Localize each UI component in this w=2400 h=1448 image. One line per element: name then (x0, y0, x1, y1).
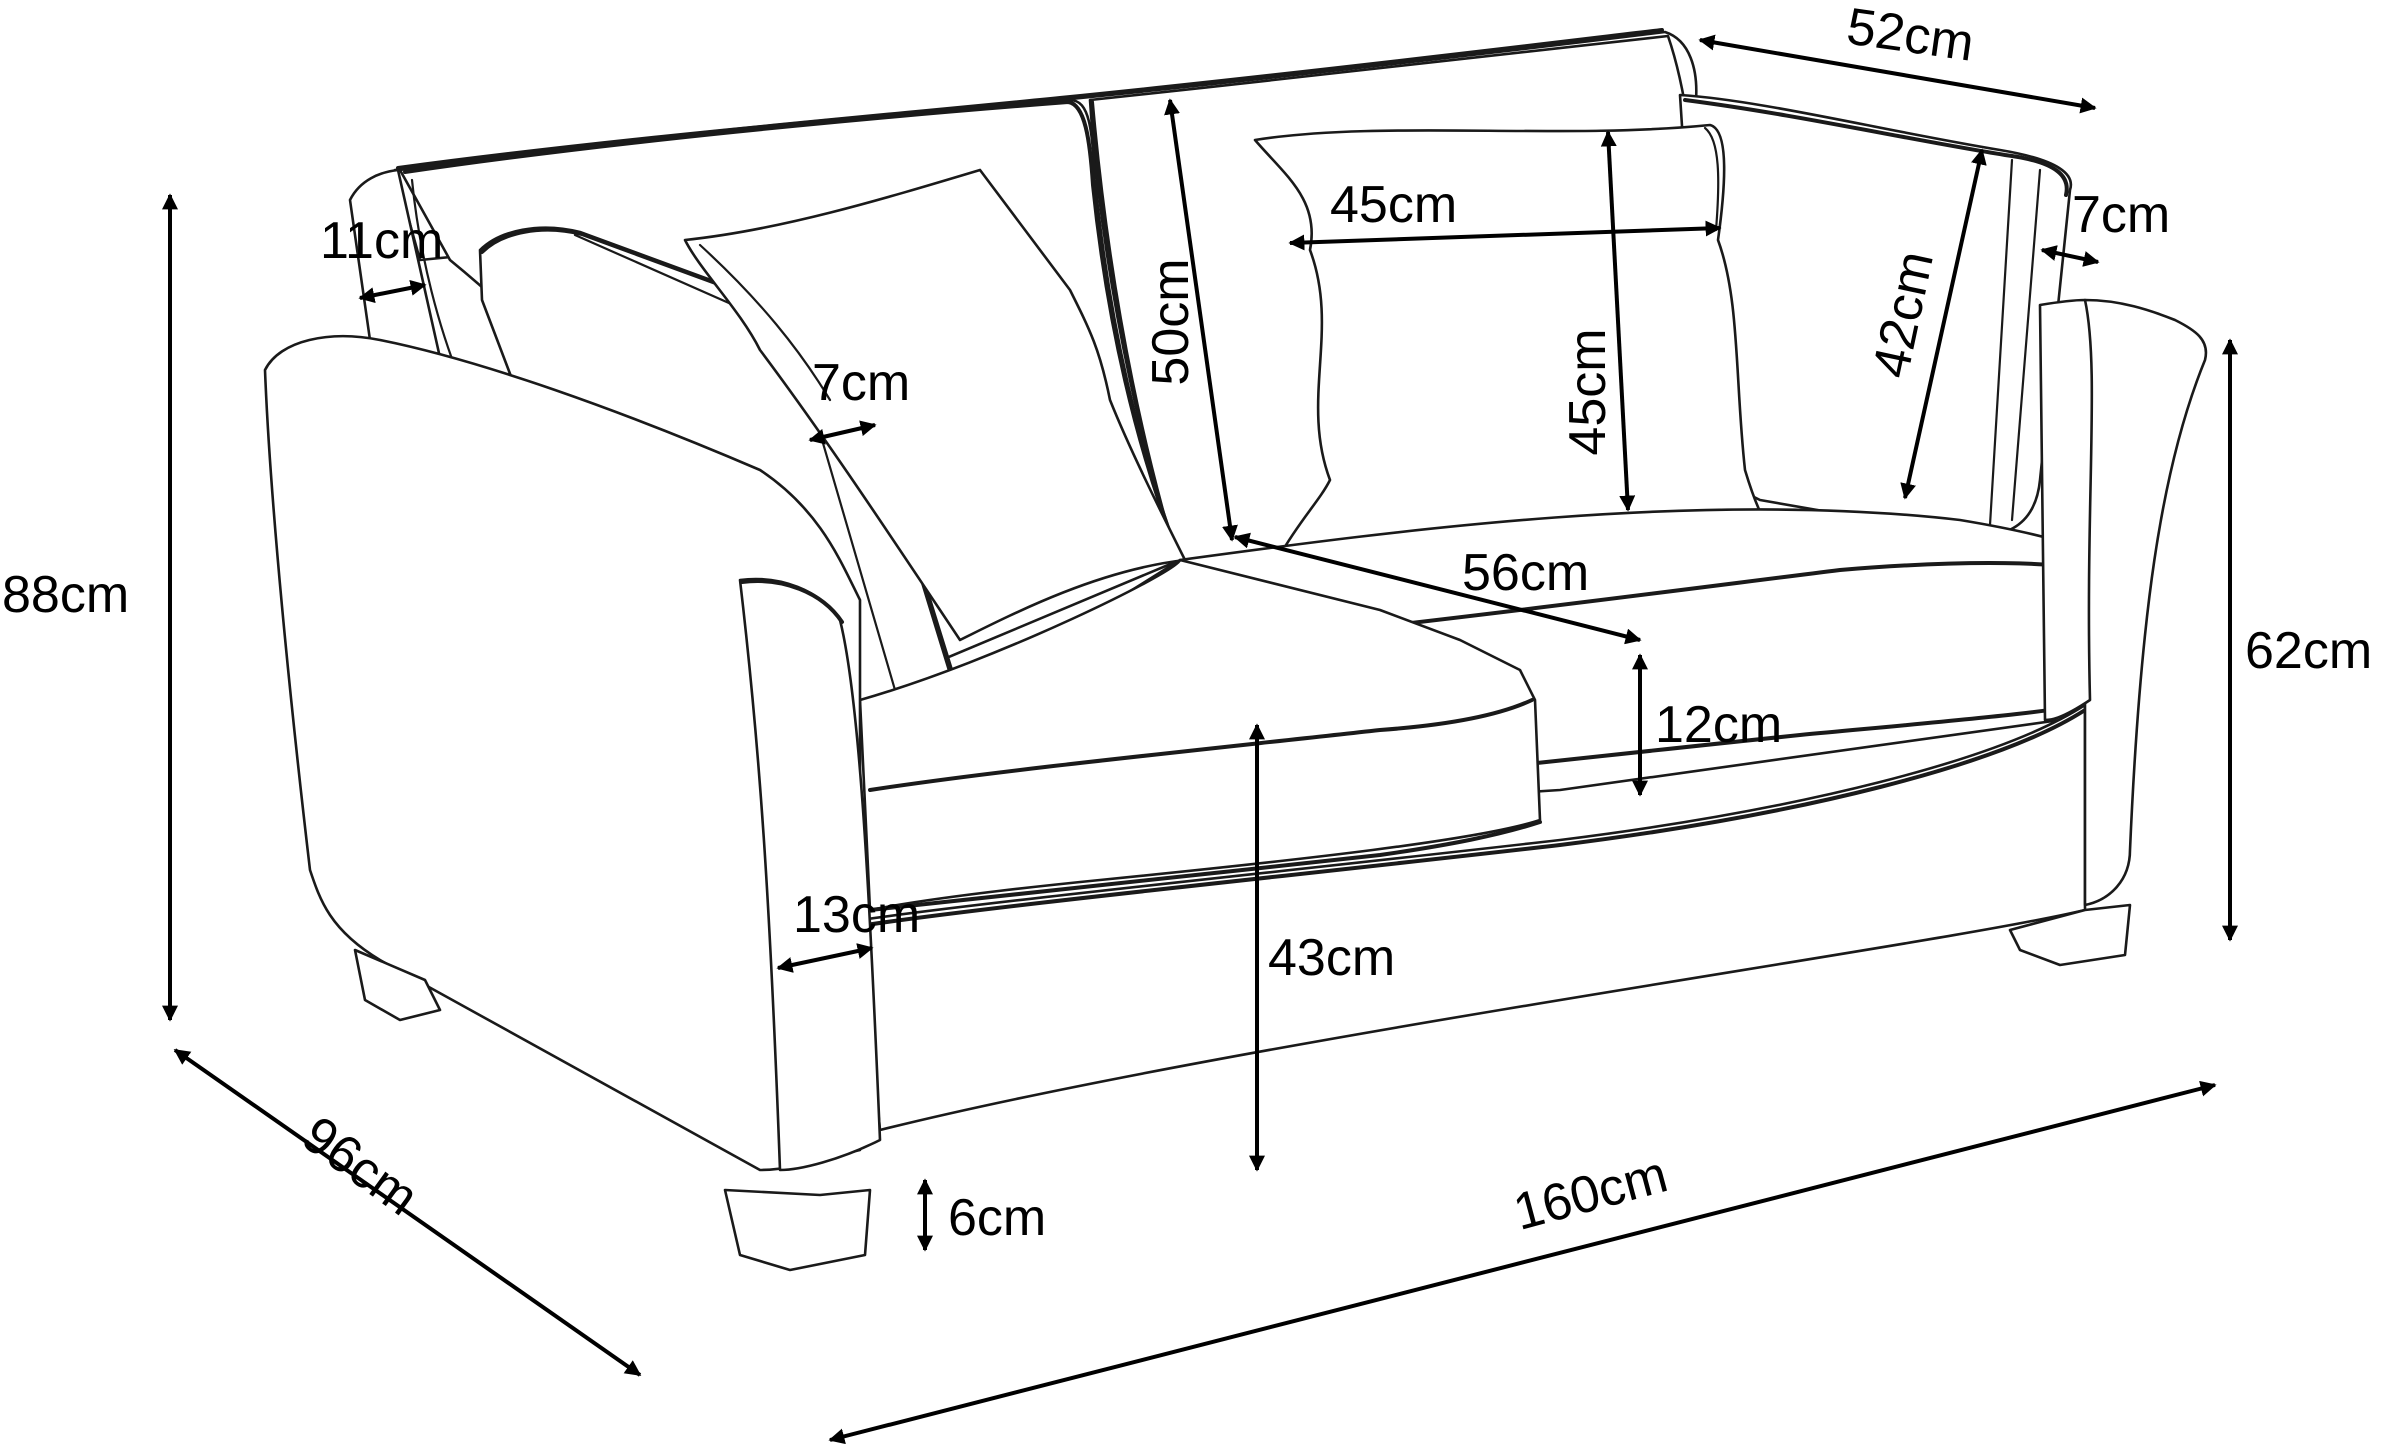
label-right-pillow-thickness: 7cm (2072, 186, 2170, 244)
label-overall-width: 160cm (1508, 1145, 1674, 1241)
label-arm-width: 13cm (793, 886, 920, 944)
label-overall-depth: 96cm (292, 1105, 429, 1227)
arm-pillow-right-side (1988, 158, 2014, 527)
sofa-drawing (263, 28, 2208, 1272)
label-left-pillow-thickness: 7cm (812, 354, 910, 412)
label-overall-height: 88cm (2, 566, 129, 624)
label-back-rail: 11cm (320, 212, 443, 270)
seat-base-piping (864, 708, 2087, 927)
label-cushion-height: 45cm (1559, 328, 1617, 455)
seat-cushion-left-bottom-piping (868, 820, 1542, 912)
leg-front-right (2008, 903, 2132, 967)
dim-arm-width-line (776, 943, 874, 973)
dim-back-depth-line (1698, 34, 2097, 114)
square-pillow-left (683, 168, 1187, 642)
label-leg-height: 6cm (948, 1189, 1046, 1247)
dimension-lines (162, 34, 2238, 1445)
dim-left-pillow-thickness-line (808, 420, 877, 445)
seat-cushion-left (858, 558, 1542, 912)
right-arm-front (2038, 298, 2094, 722)
label-seat-depth: 56cm (1462, 544, 1589, 602)
label-seat-height: 43cm (1268, 929, 1395, 987)
dim-right-pillow-thickness-line (2040, 245, 2100, 267)
back-cushion-left-piping (403, 100, 1180, 557)
label-seat-cushion: 12cm (1655, 696, 1782, 754)
square-pillow-left-edge (698, 243, 832, 402)
label-arm-height: 62cm (2245, 622, 2372, 680)
dim-arm-pillow-height-line (1900, 148, 1987, 500)
leg-front-left (723, 1188, 872, 1272)
dim-back-cushion-height-line (1164, 98, 1238, 542)
dim-cushion-width-line (1288, 220, 1722, 251)
label-cushion-width: 45cm (1330, 176, 1457, 234)
left-arm-front-piping (740, 579, 844, 624)
arm-pillow-right-side2 (2010, 168, 2042, 522)
leg-back-left (353, 948, 442, 1022)
dim-seat-depth-line (1233, 532, 1642, 645)
label-back-depth: 52cm (1843, 0, 1977, 73)
square-pillow-right-edge (1703, 126, 1720, 232)
dim-cushion-height-line (1600, 130, 1636, 512)
label-back-cushion-height: 50cm (1142, 258, 1200, 385)
dim-back-rail-line (358, 279, 427, 304)
dim-overall-width-line (828, 1080, 2217, 1445)
seat-cushion-left-piping (868, 698, 1534, 792)
right-arm (2083, 298, 2208, 907)
dim-overall-depth-line (173, 1048, 642, 1377)
